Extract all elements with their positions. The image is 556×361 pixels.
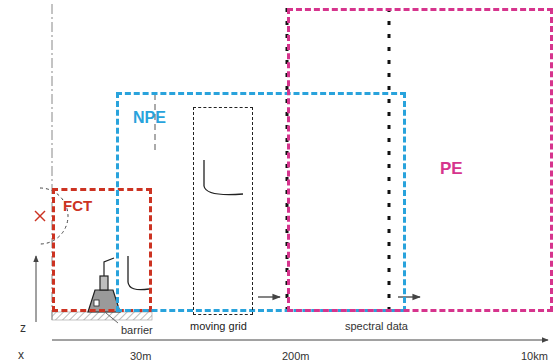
profile-curve — [128, 256, 149, 290]
data-line — [388, 8, 391, 312]
ground-hatch — [52, 312, 152, 320]
leader-line — [106, 313, 118, 323]
npe-region: NPE moving grid — [116, 92, 406, 312]
distance-label: 30m — [130, 350, 151, 361]
profile-curve — [204, 160, 243, 195]
z-axis — [36, 256, 37, 322]
x-axis — [52, 340, 548, 341]
label-holder: spectral data — [345, 316, 408, 334]
region-name: FCT — [63, 197, 92, 214]
label-holder: 30m — [130, 346, 151, 361]
fct-region: FCT — [52, 188, 152, 312]
region-label: spectral data — [345, 320, 408, 332]
region-name: PE — [440, 159, 463, 179]
region-name: moving grid — [190, 320, 247, 332]
axis-label: x — [18, 348, 24, 361]
label-holder: barrier — [121, 320, 153, 338]
label-holder: 10km — [521, 346, 548, 361]
part-label: barrier — [121, 324, 153, 336]
moving-grid-box: moving grid — [193, 107, 253, 315]
motion-arrow — [398, 296, 420, 297]
distance-label: 200m — [282, 350, 310, 361]
label-holder: x — [18, 345, 24, 361]
axis-label: z — [20, 321, 26, 335]
motion-arrow — [258, 296, 280, 297]
pe-region: PE — [287, 8, 553, 312]
label-holder: 200m — [282, 346, 310, 361]
region-name: NPE — [133, 109, 166, 127]
distance-label: 10km — [521, 350, 548, 361]
source-symbol — [35, 211, 45, 221]
label-holder: z — [20, 318, 26, 336]
